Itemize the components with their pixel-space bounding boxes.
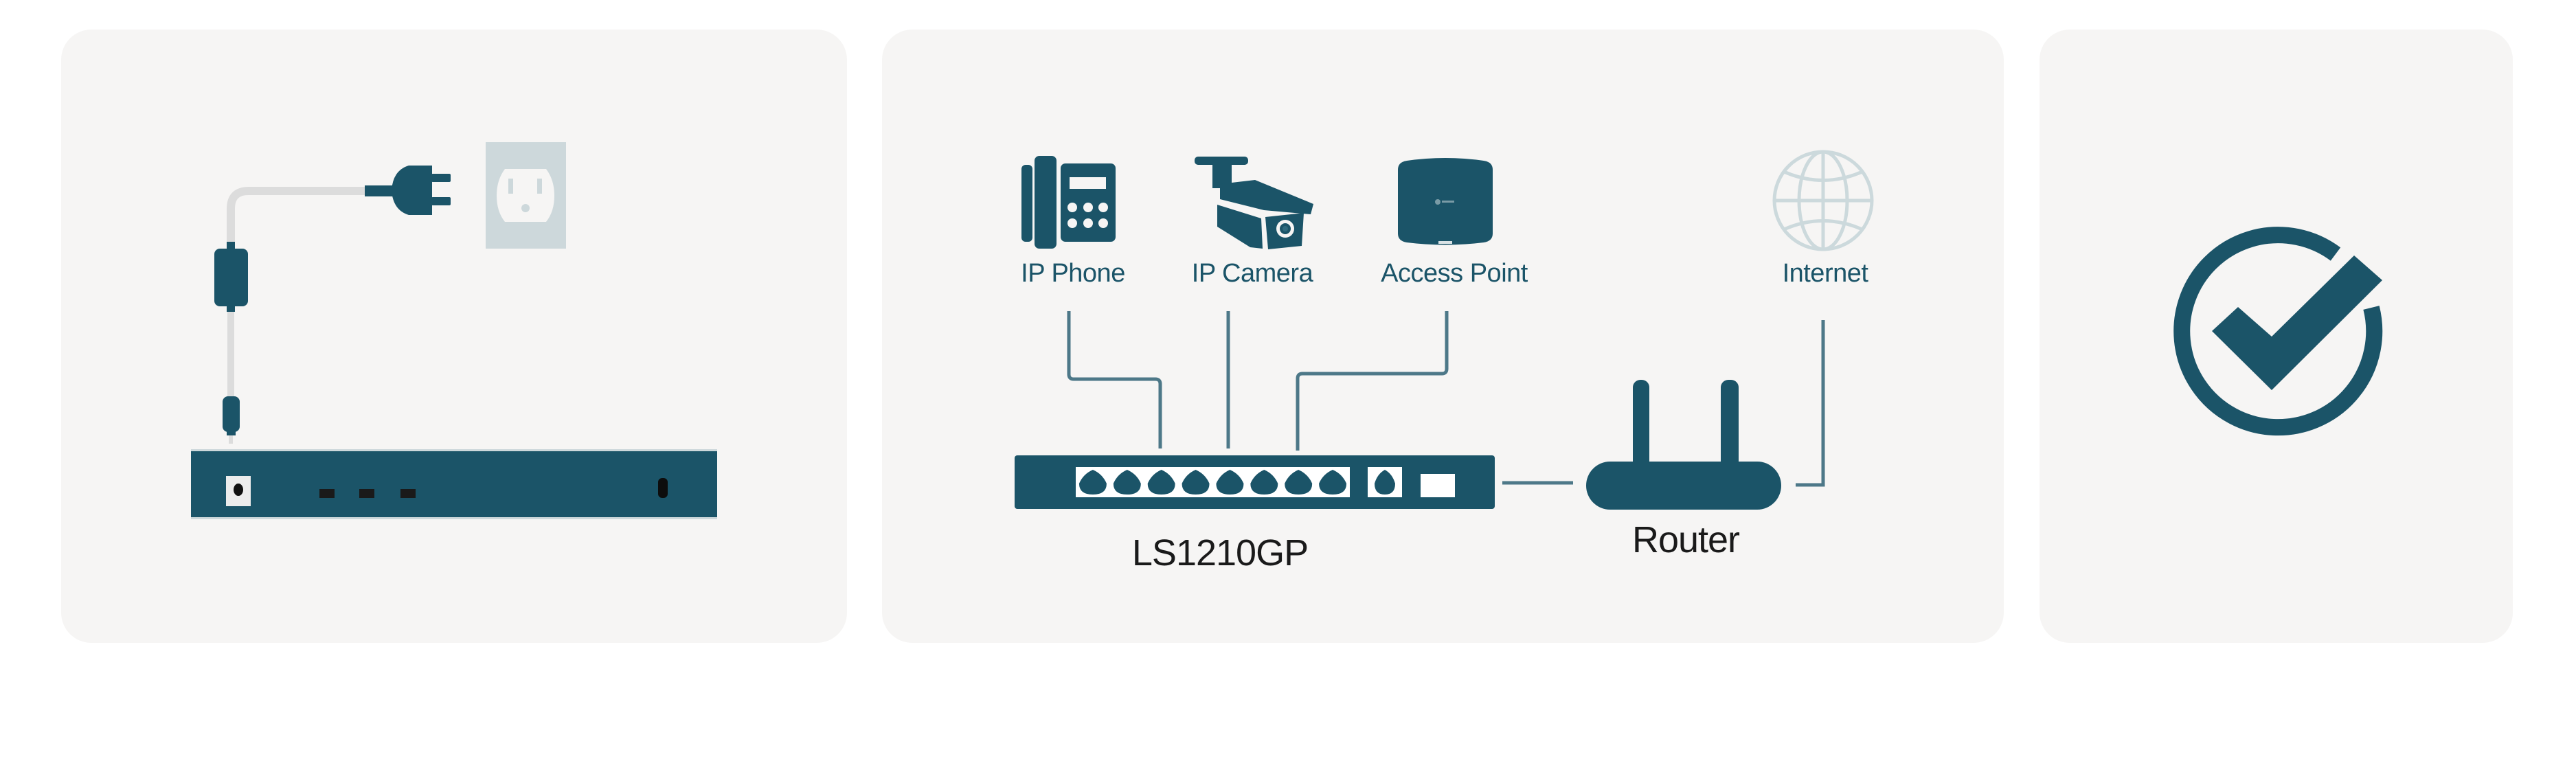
- globe-icon: [1772, 150, 1874, 251]
- poe-port: [1078, 470, 1107, 495]
- ip-phone-icon: [1021, 156, 1116, 249]
- access-point-icon: [1398, 158, 1493, 245]
- ip-camera-icon: [1195, 157, 1313, 249]
- ip-camera-label: IP Camera: [1191, 259, 1313, 288]
- poe-port: [1285, 470, 1313, 495]
- switch-model-label: LS1210GP: [1131, 532, 1309, 573]
- poe-port: [1216, 470, 1244, 495]
- dc-plug-icon: [223, 396, 240, 444]
- brand-logo-mark: [1435, 199, 1454, 205]
- sfp-slot: [1421, 474, 1455, 497]
- poe-port: [1250, 470, 1278, 495]
- router-label: Router: [1631, 519, 1740, 560]
- poe-port-group: [1078, 470, 1347, 495]
- link-phone-switch: [1067, 311, 1162, 448]
- link-router-internet: [1796, 320, 1825, 487]
- check-circle-icon: [2173, 227, 2383, 436]
- power-plug-icon: [365, 166, 451, 215]
- device-rear-panel: [191, 449, 717, 519]
- power-adapter-icon: [214, 242, 248, 312]
- connection-lines: [1067, 311, 1825, 487]
- access-point-label: Access Point: [1381, 259, 1528, 288]
- power-cable: [227, 187, 365, 396]
- switch-device-icon: [1015, 455, 1495, 509]
- link-ap-switch: [1296, 311, 1449, 451]
- step-power-panel: [61, 30, 847, 643]
- power-outlet-icon: [486, 142, 566, 249]
- uplink-port: [1375, 470, 1395, 495]
- poe-port: [1113, 470, 1141, 495]
- internet-label: Internet: [1782, 259, 1868, 288]
- poe-port: [1147, 470, 1175, 495]
- router-icon: [1586, 380, 1781, 510]
- poe-port: [1182, 470, 1210, 495]
- ip-phone-label: IP Phone: [1021, 259, 1125, 288]
- poe-port: [1319, 470, 1347, 495]
